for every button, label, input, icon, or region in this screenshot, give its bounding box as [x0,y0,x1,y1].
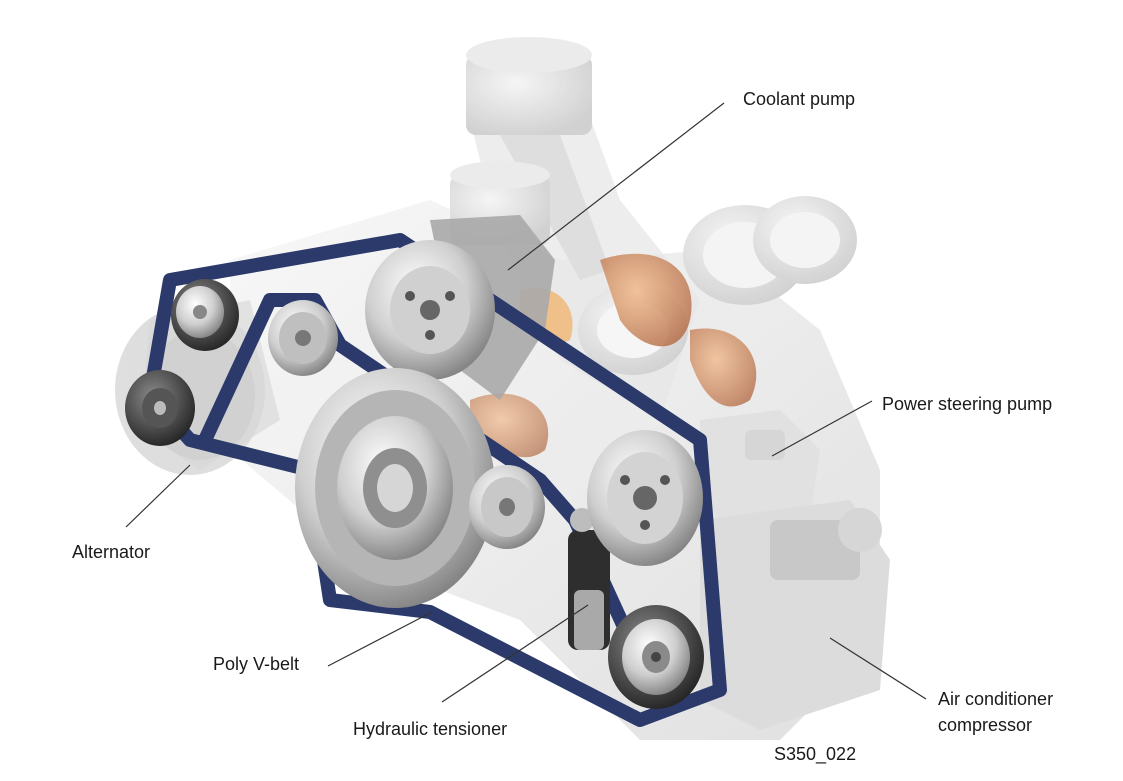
power-steering-pump-body [700,410,820,540]
alternator-pulley [125,370,195,446]
label-poly-v-belt: Poly V-belt [213,654,300,674]
piston-right-2 [753,196,857,284]
crankshaft-pulley [295,368,495,608]
label-power-steering-pump: Power steering pump [882,394,1053,414]
leader-hydraulic-tensioner [441,604,589,703]
power-steering-pulley [587,430,703,566]
leader-poly-v-belt [327,611,433,667]
figure-reference: S350_022 [774,744,857,764]
tensioner-pulley [469,465,545,549]
label-alternator: Alternator [72,542,151,562]
label-hydraulic-tensioner: Hydraulic tensioner [353,719,508,739]
leader-power-steering-pump [771,400,873,457]
idler-pulley-small [268,300,338,376]
label-ac-compressor-line2: compressor [938,715,1033,735]
coolant-pump-pulley [365,240,495,380]
leader-lines [125,102,927,703]
ac-compressor-pulley [608,605,704,709]
leader-alternator [125,464,191,528]
hydraulic-tensioner-strut [568,508,610,650]
ac-compressor-body [700,500,890,730]
leader-ac-compressor [829,637,927,700]
leader-coolant-pump [507,102,725,271]
label-ac-compressor-line1: Air conditioner [938,689,1054,709]
label-coolant-pump: Coolant pump [743,89,856,109]
label-ac-compressor: Air conditioner compressor [938,686,1053,738]
crankshaft [470,253,757,458]
idler-pulley-top [171,279,239,351]
